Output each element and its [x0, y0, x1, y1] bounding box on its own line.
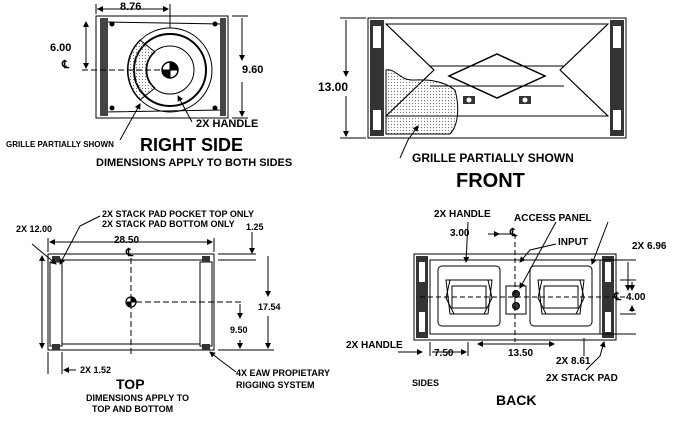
- right-side-handle-label: 2X HANDLE: [196, 118, 259, 130]
- back-centerline-right: ℄: [614, 291, 622, 303]
- front-view: [340, 17, 627, 159]
- top-dim-950: 9.50: [230, 325, 248, 335]
- back-dim-300: 3.00: [450, 228, 470, 239]
- top-rigging-line1: 4X EAW PROPIETARY: [236, 368, 331, 378]
- back-dim-400: 4.00: [626, 292, 646, 303]
- back-dim-750: 7.50: [434, 348, 454, 359]
- back-dim-696: 2X 6.96: [632, 241, 667, 252]
- right-side-view: [82, 4, 248, 141]
- input-connector-1: [512, 290, 520, 298]
- right-side-title: RIGHT SIDE: [140, 135, 244, 155]
- front-grille-patch: [385, 69, 459, 135]
- top-title: TOP: [116, 376, 145, 392]
- back-centerline-top: ℄: [510, 227, 518, 239]
- back-sides: SIDES: [412, 378, 440, 388]
- top-stack-pad-line2: 2X STACK PAD BOTTOM ONLY: [102, 219, 235, 229]
- back-handle-top: 2X HANDLE: [434, 209, 491, 220]
- top-view: [31, 215, 274, 374]
- top-dim-left: 2X 12.00: [16, 224, 53, 234]
- right-side-dim-left: 6.00: [50, 42, 72, 54]
- top-stack-pad-line1: 2X STACK PAD POCKET TOP ONLY: [102, 209, 255, 219]
- back-view: [398, 221, 636, 371]
- right-side-dim-width: 8.76: [120, 1, 142, 13]
- front-dim-height: 13.00: [318, 80, 349, 94]
- right-side-subtitle: DIMENSIONS APPLY TO BOTH SIDES: [96, 157, 293, 169]
- front-grille-label: GRILLE PARTIALLY SHOWN: [412, 151, 574, 165]
- top-dim-width: 28.50: [114, 235, 140, 246]
- back-left-handle-plate: [437, 265, 501, 327]
- driver-diamond: [447, 53, 547, 99]
- input-connector-2: [512, 302, 520, 310]
- back-title: BACK: [496, 392, 537, 408]
- back-dim-861: 2X 8.61: [556, 356, 591, 367]
- back-input: INPUT: [558, 237, 588, 248]
- right-side-grille-label: GRILLE PARTIALLY SHOWN: [6, 140, 114, 149]
- back-access-panel: ACCESS PANEL: [514, 213, 592, 224]
- top-subtitle-line1: DIMENSIONS APPLY TO: [86, 393, 190, 403]
- back-stack-pad: 2X STACK PAD: [546, 373, 618, 384]
- access-panel: [505, 285, 527, 315]
- centerline-symbol: ℄: [62, 59, 70, 71]
- top-dim-125: 1.25: [246, 222, 264, 232]
- top-centerline-symbol: ℄: [126, 247, 134, 259]
- back-right-handle-plate: [529, 265, 593, 327]
- top-rigging-line2: RIGGING SYSTEM: [236, 380, 315, 390]
- front-title: FRONT: [456, 170, 525, 192]
- top-dim-1754: 17.54: [258, 302, 281, 312]
- top-subtitle-line2: TOP AND BOTTOM: [92, 404, 174, 414]
- top-dim-152: 2X 1.52: [80, 365, 112, 375]
- back-handle-left: 2X HANDLE: [346, 340, 403, 351]
- right-side-dim-right: 9.60: [242, 64, 264, 76]
- back-dim-1350: 13.50: [508, 348, 534, 359]
